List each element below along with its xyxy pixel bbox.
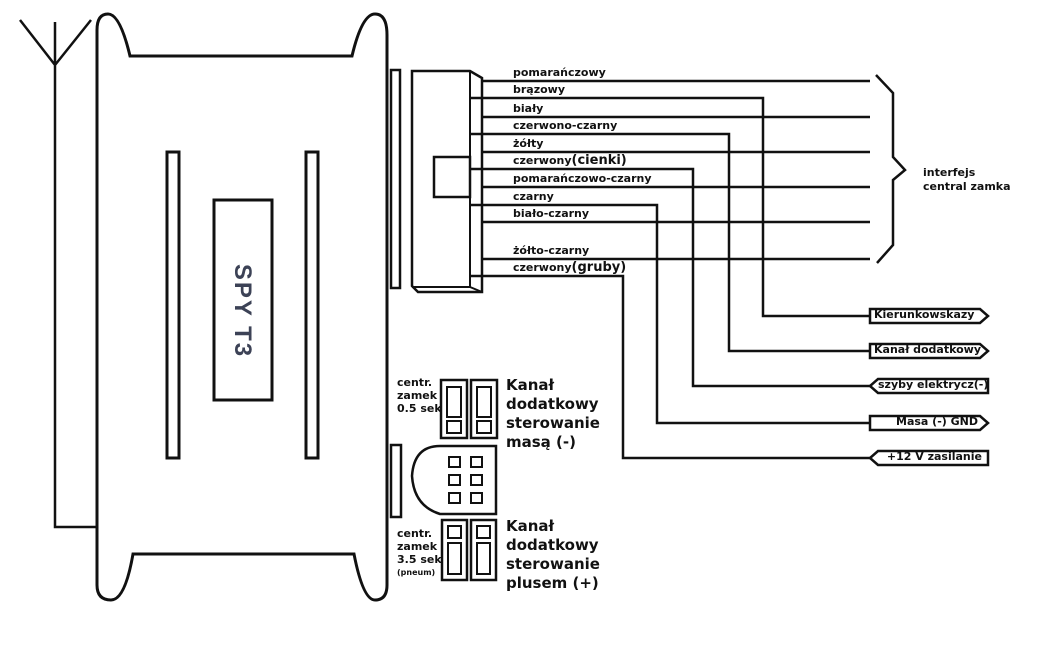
wire-label: biało-czarny xyxy=(513,207,590,220)
antenna-icon xyxy=(19,19,98,529)
wire-label: czerwony(cienki) xyxy=(513,153,627,168)
wire-label: czerwono-czarny xyxy=(513,119,618,132)
wire-3 xyxy=(470,132,870,353)
wire-label: czarny xyxy=(513,190,554,203)
wire-1 xyxy=(470,96,870,318)
wire-label: pomarańczowy xyxy=(513,66,606,79)
jumper-bottom-1 xyxy=(440,518,469,582)
main-connector xyxy=(410,69,484,294)
jumper-bottom-left-label: centr. zamek 3.5 sek (pneum) xyxy=(397,527,442,577)
terminal-label: szyby elektrycz(-) xyxy=(878,378,989,391)
interface-label-line2: central zamka xyxy=(923,180,1011,193)
terminal-2 xyxy=(868,377,990,395)
wire-label: pomarańczowo-czarny xyxy=(513,172,652,185)
six-pin-connector xyxy=(410,444,498,516)
terminal-1 xyxy=(868,342,990,360)
terminal-0 xyxy=(868,307,990,325)
terminal-label: Masa (-) GND xyxy=(896,415,978,428)
terminal-label: Kierunkowskazy xyxy=(874,308,975,321)
wire-label: żółty xyxy=(513,137,544,150)
jumper-top-right-label: Kanał dodatkowy sterowanie masą (-) xyxy=(506,376,600,451)
terminal-4 xyxy=(868,449,990,467)
wire-label: biały xyxy=(513,102,544,115)
connector-latch xyxy=(432,155,472,199)
terminal-3 xyxy=(868,414,990,432)
wire-label: czerwony(gruby) xyxy=(513,260,627,275)
jumper-bottom-right-label: Kanał dodatkowy sterowanie plusem (+) xyxy=(506,517,600,592)
side-strip-top xyxy=(389,68,402,290)
interface-brace xyxy=(875,74,907,264)
body-slot-right xyxy=(304,150,320,460)
model-label: SPY T3 xyxy=(229,263,257,359)
jumper-top-left-label: centr. zamek 0.5 sek xyxy=(397,376,442,415)
body-slot-left xyxy=(165,150,181,460)
terminal-label: +12 V zasilanie xyxy=(886,450,982,463)
jumper-bottom-2 xyxy=(469,518,498,582)
wire-7 xyxy=(470,203,870,425)
wire-label: żółto-czarny xyxy=(513,244,590,257)
control-unit-body xyxy=(95,12,389,602)
model-label-box xyxy=(212,198,274,402)
terminal-label: Kanał dodatkowy xyxy=(874,343,982,356)
jumper-top-2 xyxy=(469,378,499,440)
wire-5 xyxy=(470,167,870,388)
interface-label-line1: interfejs xyxy=(923,166,976,179)
side-strip-bottom xyxy=(389,443,403,519)
wire-label: brązowy xyxy=(513,83,566,96)
jumper-top-1 xyxy=(439,378,469,440)
wire-10 xyxy=(470,274,870,460)
